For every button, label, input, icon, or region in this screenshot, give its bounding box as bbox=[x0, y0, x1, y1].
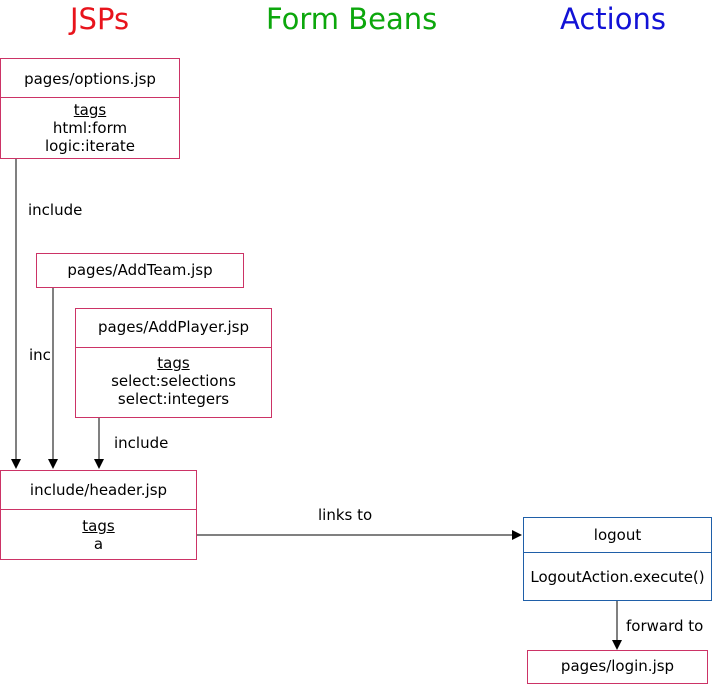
node-login-title: pages/login.jsp bbox=[560, 657, 675, 675]
edge-label-addteam-inc: inc bbox=[29, 346, 51, 364]
node-header-tags: tags a bbox=[1, 517, 196, 553]
node-addplayer-tags-label: tags bbox=[157, 354, 190, 372]
node-addteam-title: pages/AddTeam.jsp bbox=[67, 261, 213, 279]
edge-label-addplayer-include: include bbox=[114, 434, 169, 452]
node-options-divider bbox=[1, 97, 179, 98]
node-addplayer-jsp[interactable]: pages/AddPlayer.jsp tags select:selectio… bbox=[75, 308, 272, 418]
header-form-beans: Form Beans bbox=[266, 2, 438, 36]
node-login-jsp[interactable]: pages/login.jsp bbox=[527, 650, 708, 684]
node-header-tags-label: tags bbox=[82, 517, 115, 535]
node-logout-action[interactable]: logout LogoutAction.execute() bbox=[523, 517, 712, 601]
node-header-jsp[interactable]: include/header.jsp tags a bbox=[0, 470, 197, 560]
node-addteam-jsp[interactable]: pages/AddTeam.jsp bbox=[36, 253, 244, 288]
node-options-tag: logic:iterate bbox=[44, 137, 136, 155]
node-addplayer-title: pages/AddPlayer.jsp bbox=[98, 318, 249, 336]
node-options-tags: tags html:form logic:iterate bbox=[1, 101, 179, 155]
node-logout-divider bbox=[524, 552, 711, 553]
edge-label-options-include: include bbox=[28, 201, 83, 219]
node-options-title: pages/options.jsp bbox=[24, 70, 156, 88]
node-header-tag: a bbox=[93, 535, 104, 553]
edge-label-links-to: links to bbox=[318, 506, 373, 524]
node-header-title: include/header.jsp bbox=[29, 481, 168, 499]
node-addplayer-tag: select:integers bbox=[117, 390, 230, 408]
node-logout-method: LogoutAction.execute() bbox=[530, 568, 705, 586]
edge-label-forward-to: forward to bbox=[626, 617, 704, 635]
header-actions: Actions bbox=[560, 2, 666, 36]
header-jsps: JSPs bbox=[70, 2, 130, 36]
node-options-tag: html:form bbox=[52, 119, 128, 137]
node-addplayer-tag: select:selections bbox=[111, 372, 236, 390]
node-options-tags-label: tags bbox=[73, 101, 107, 119]
node-header-divider bbox=[1, 509, 196, 510]
node-options-jsp[interactable]: pages/options.jsp tags html:form logic:i… bbox=[0, 58, 180, 159]
node-addplayer-divider bbox=[76, 347, 271, 348]
node-logout-title: logout bbox=[593, 526, 642, 544]
node-addplayer-tags: tags select:selections select:integers bbox=[76, 354, 271, 408]
